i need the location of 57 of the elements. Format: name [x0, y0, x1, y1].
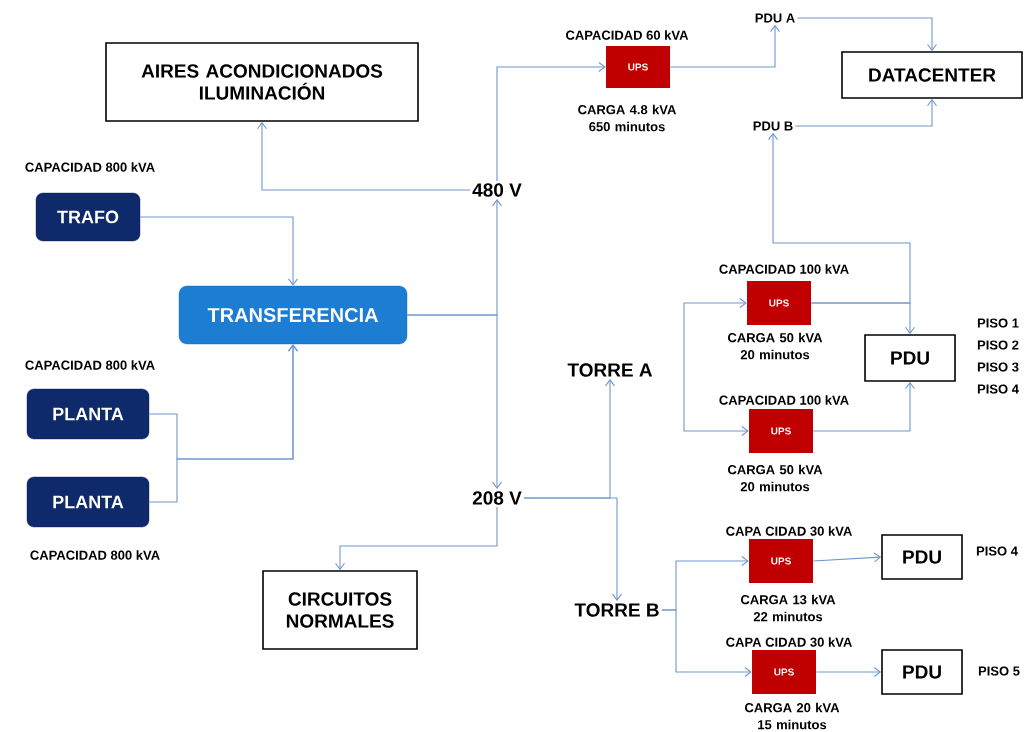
rating-label: CAPA CIDAD 30 kVA	[726, 637, 852, 647]
rating-label: CARGA 13 kVA 22 minutos	[741, 594, 836, 622]
rating-label: CAPA CIDAD 30 kVA	[726, 526, 852, 536]
floor-label: PISO 2	[977, 340, 1019, 350]
load-box: AIRES ACONDICIONADOS ILUMINACIÓN	[105, 42, 419, 122]
load-box: PDU	[881, 534, 963, 580]
ups-box: UPS	[749, 539, 813, 583]
voltage-label: 208 V	[472, 491, 522, 505]
arrow	[812, 381, 916, 432]
arrow	[148, 344, 299, 503]
voltage-label: TORRE A	[567, 363, 653, 377]
ups-box: UPS	[606, 46, 670, 88]
floor-label: PISO 4	[976, 546, 1018, 556]
voltage-label: TORRE B	[574, 603, 659, 617]
floor-label: PISO 5	[978, 666, 1020, 676]
rating-label: CAPACIDAD 800 kVA	[30, 550, 160, 560]
rating-label: CARGA 20 kVA 15 minutos	[745, 702, 840, 730]
arrow	[139, 216, 299, 286]
arrow	[767, 132, 911, 304]
arrow	[815, 666, 882, 678]
load-box: CIRCUITOS NORMALES	[262, 570, 418, 650]
load-box: DATACENTER	[841, 51, 1023, 99]
arrow	[812, 552, 882, 563]
arrow	[796, 17, 938, 52]
load-box: PDU	[881, 649, 963, 695]
arrow	[794, 98, 938, 127]
floor-label: PISO 4	[977, 384, 1019, 394]
rating-label: CARGA 50 kVA 20 minutos	[728, 464, 823, 492]
ups-box: UPS	[749, 409, 813, 453]
arrow	[523, 497, 623, 602]
rating-label: CAPACIDAD 800 kVA	[25, 360, 155, 370]
load-box: PDU	[864, 334, 956, 382]
voltage-label: 480 V	[472, 183, 522, 197]
floor-label: PISO 1	[977, 318, 1019, 328]
arrow	[683, 297, 747, 368]
rating-label: CARGA 4.8 kVA 650 minutos	[578, 104, 677, 132]
rating-label: CAPACIDAD 100 kVA	[719, 264, 849, 274]
rating-label: CAPACIDAD 60 kVA	[566, 30, 689, 40]
arrow	[406, 314, 503, 490]
source-box: PLANTA	[26, 476, 150, 528]
rating-label: CARGA 50 kVA 20 minutos	[728, 332, 823, 360]
arrow	[334, 506, 498, 571]
arrow	[661, 609, 752, 678]
arrow	[683, 366, 749, 437]
rating-label: CAPACIDAD 800 kVA	[25, 162, 155, 172]
arrow	[669, 24, 781, 68]
transfer-box: TRANSFERENCIA	[178, 285, 408, 345]
source-box: PLANTA	[26, 388, 150, 440]
ups-box: UPS	[747, 281, 811, 325]
rating-label: CAPACIDAD 100 kVA	[719, 395, 849, 405]
ups-box: UPS	[752, 650, 816, 694]
panel-label: PDU A	[755, 13, 795, 23]
panel-label: PDU B	[753, 121, 793, 131]
arrow	[256, 121, 471, 191]
source-box: TRAFO	[35, 192, 141, 242]
floor-label: PISO 3	[977, 362, 1019, 372]
arrow	[496, 61, 606, 182]
